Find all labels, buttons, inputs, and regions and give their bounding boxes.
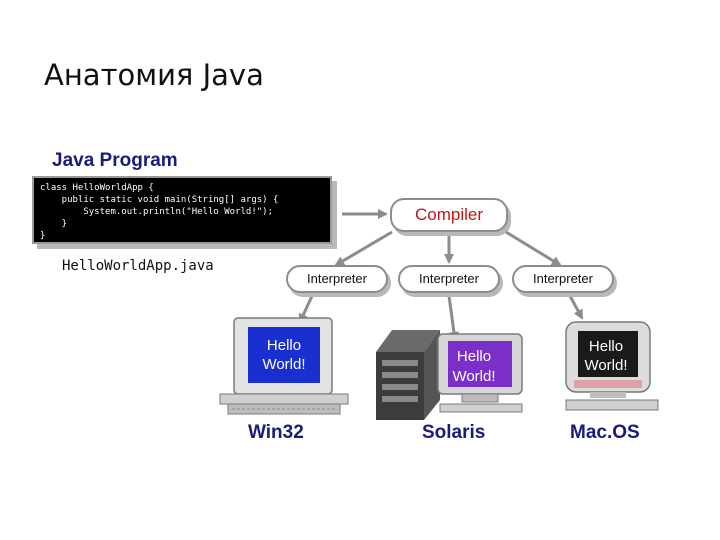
- screen-text-win32-line2: World!: [262, 356, 305, 373]
- arrow-interpreter-to-macos: [568, 295, 584, 320]
- code-text: class HelloWorldApp { public static void…: [40, 183, 279, 241]
- arrow-compiler-to-interpreter-3: [505, 230, 562, 267]
- workstation-computer-icon: Hello World!: [376, 330, 523, 420]
- screen-text-win32-line1: Hello: [267, 337, 301, 354]
- platform-label-solaris: Solaris: [422, 422, 486, 443]
- platform-label-macos: Mac.OS: [570, 422, 640, 443]
- screen-text-macos-line1: Hello: [589, 338, 623, 355]
- screen-text-solaris-line2: World!: [452, 368, 495, 385]
- source-filename: HelloWorldApp.java: [62, 258, 214, 274]
- interpreter-box-solaris: Interpreter: [398, 265, 500, 293]
- program-title: Java Program: [52, 150, 178, 171]
- mac-computer-icon: Hello World!: [565, 321, 659, 411]
- screen-text-solaris-line1: Hello: [457, 348, 491, 365]
- slide-title: Анатомия Java: [44, 58, 264, 92]
- arrow-compiler-to-interpreter-1: [334, 230, 393, 267]
- arrow-interpreter-to-solaris: [447, 295, 459, 342]
- platform-label-win32: Win32: [248, 422, 304, 443]
- pc-computer-icon: Hello World!: [219, 317, 349, 415]
- screen-text-macos-line2: World!: [584, 357, 627, 374]
- compiler-box: Compiler: [390, 198, 508, 232]
- code-listing: class HelloWorldApp { public static void…: [32, 176, 332, 244]
- interpreter-box-macos: Interpreter: [512, 265, 614, 293]
- interpreter-box-win32: Interpreter: [286, 265, 388, 293]
